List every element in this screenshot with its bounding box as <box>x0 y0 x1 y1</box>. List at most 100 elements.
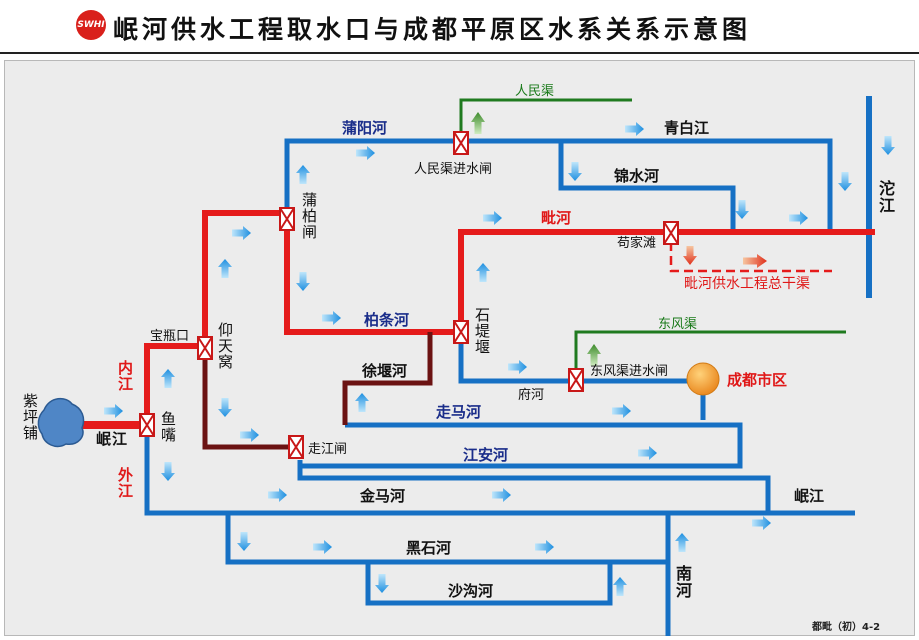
arrow-down-icon <box>296 272 310 291</box>
arrow-right-icon <box>625 122 644 136</box>
zoujiang-gate-icon <box>288 435 304 459</box>
goujiatan-gate-icon <box>663 221 679 245</box>
arrow-right-icon <box>483 211 502 225</box>
arrow-down-red-icon <box>683 246 697 265</box>
label-jinma: 金马河 <box>359 487 405 505</box>
dark-red-rivers <box>202 332 433 450</box>
label-renmin-canal: 人民渠 <box>515 84 554 99</box>
arrow-down-icon <box>375 574 389 593</box>
arrow-right-icon <box>322 311 341 325</box>
page-title: 岷河供水工程取水口与成都平原区水系关系示意图 <box>113 15 752 44</box>
arrow-up-icon <box>355 393 369 412</box>
flow-arrows <box>104 112 895 596</box>
canal-dongfeng <box>574 330 846 372</box>
arrow-right-icon <box>752 516 771 530</box>
river-shagou <box>365 562 613 606</box>
label-dongfeng-canal: 东风渠 <box>658 317 697 332</box>
label-puyang: 蒲阳河 <box>342 119 387 137</box>
arrow-right-icon <box>638 446 657 460</box>
label-neijiang: 内江 <box>116 360 134 392</box>
baoping-gate-icon <box>197 336 213 360</box>
label-goujiatan: 苟家滩 <box>617 235 656 251</box>
header-divider <box>0 52 919 54</box>
arrow-right-icon <box>492 488 511 502</box>
labels: 蒲阳河 青白江 锦水河 毗河 柏条河 徐堰河 走马河 江安河 金马河 岷江 黑石… <box>150 84 824 600</box>
arrow-down-icon <box>568 162 582 181</box>
arrow-right-icon <box>104 404 123 418</box>
arrow-right-red-icon <box>743 254 767 268</box>
arrow-up-icon <box>675 533 689 552</box>
label-heishi: 黑石河 <box>406 539 451 557</box>
river-jinshui <box>558 141 736 232</box>
label-renmin-gate: 人民渠进水闸 <box>414 162 492 177</box>
arrow-up-icon <box>296 165 310 184</box>
label-zoujiang-gate: 走江闸 <box>308 442 347 457</box>
label-main-canal: 毗河供水工程总干渠 <box>684 276 810 292</box>
label-baitiao: 柏条河 <box>364 311 409 329</box>
arrow-down-icon <box>838 172 852 191</box>
arrow-right-icon <box>535 540 554 554</box>
label-chengdu: 成都市区 <box>727 371 787 389</box>
arrow-down-icon <box>218 398 232 417</box>
arrow-right-icon <box>240 428 259 442</box>
label-minjiang-left: 岷江 <box>96 430 129 448</box>
arrow-right-icon <box>612 404 631 418</box>
label-shagou: 沙沟河 <box>448 582 493 600</box>
river-xuyan <box>342 332 433 425</box>
river-yangtian-lower <box>202 360 296 450</box>
label-dongfeng-gate: 东风渠进水闸 <box>590 364 668 379</box>
arrow-down-icon <box>735 200 749 219</box>
arrow-down-icon <box>161 462 175 481</box>
label-waijiang: 外江 <box>116 467 134 499</box>
label-pi: 毗河 <box>541 209 571 227</box>
canal-renmin <box>459 98 632 133</box>
renmin-gate-icon <box>453 131 469 155</box>
arrow-up-icon <box>218 259 232 278</box>
puba-gate-icon <box>279 207 295 231</box>
label-jinshui: 锦水河 <box>614 167 659 185</box>
arrow-down-icon <box>881 136 895 155</box>
header: SWHI 岷河供水工程取水口与成都平原区水系关系示意图 <box>0 0 919 54</box>
footer-code: 都毗（初）4-2 <box>811 620 880 633</box>
shidi-gate-icon <box>453 320 469 344</box>
label-minjiang-right: 岷江 <box>794 487 824 505</box>
river-baitiao <box>284 228 461 335</box>
label-zouma: 走马河 <box>436 403 481 421</box>
arrow-right-icon <box>313 540 332 554</box>
label-jiangan: 江安河 <box>463 446 508 464</box>
arrow-right-icon <box>356 146 375 160</box>
arrow-down-icon <box>237 532 251 551</box>
river-pi <box>458 229 875 332</box>
label-zipingpu: 紫坪铺 <box>21 393 39 441</box>
yuzui-gate-icon <box>139 413 155 437</box>
logo-icon: SWHI <box>76 10 106 40</box>
arrow-right-icon <box>508 360 527 374</box>
river-jinma-branch <box>297 466 771 513</box>
label-baoping: 宝瓶口 <box>150 329 189 344</box>
arrow-up-icon <box>476 263 490 282</box>
arrow-up-icon <box>613 577 627 596</box>
dongfeng-gate-icon <box>568 368 584 392</box>
green-canals <box>459 98 846 372</box>
label-shidi: 石堤堰 <box>473 307 491 355</box>
label-nan: 南河 <box>673 565 692 599</box>
label-fu: 府河 <box>518 388 544 403</box>
river-yangtian-upper <box>202 210 287 346</box>
label-yangtian: 仰天窝 <box>216 322 234 370</box>
arrow-right-icon <box>268 488 287 502</box>
river-jiangan <box>297 422 743 469</box>
label-puba: 蒲柏闸 <box>300 192 318 240</box>
label-qingbai: 青白江 <box>664 119 709 137</box>
arrow-up-green-icon <box>587 344 601 366</box>
zipingpu-reservoir-icon <box>37 397 85 448</box>
arrow-right-icon <box>789 211 808 225</box>
arrow-right-icon <box>232 226 251 240</box>
arrow-up-green-icon <box>471 112 485 134</box>
chengdu-city-icon <box>686 362 720 396</box>
label-yuzui: 鱼嘴 <box>159 411 177 443</box>
river-jinma <box>144 440 855 516</box>
red-rivers <box>144 210 875 425</box>
main-canal-dashed <box>669 242 832 273</box>
